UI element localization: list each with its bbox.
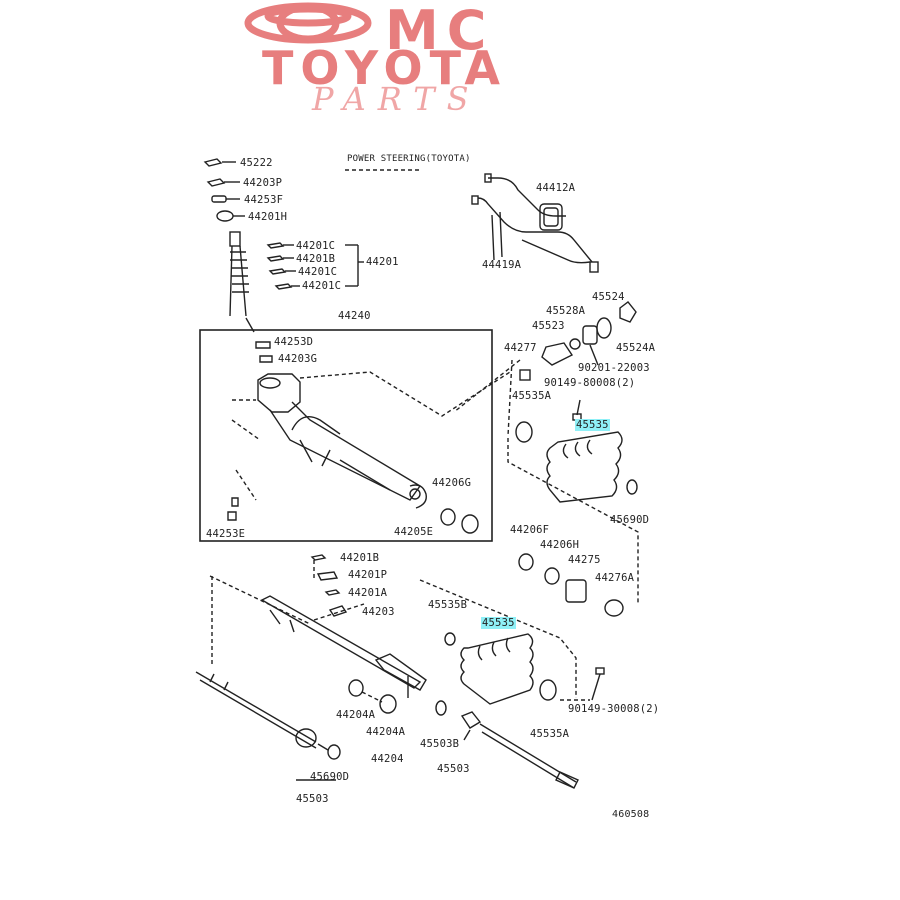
part-label-90149-80008: 90149-80008(2) — [544, 377, 636, 389]
part-label-45524a: 45524A — [616, 342, 656, 354]
part-label-45535b: 45535B — [428, 599, 468, 611]
part-label-44276a: 44276A — [595, 572, 635, 584]
part-label-44253e: 44253E — [206, 528, 246, 540]
part-label-44201a: 44201A — [348, 587, 388, 599]
part-label-45503b: 45503B — [420, 738, 460, 750]
part-label-44412a: 44412A — [536, 182, 576, 194]
part-label-45535a-bottom: 45535A — [530, 728, 570, 740]
logo-graphic — [244, 2, 372, 44]
part-label-45535-bottom: 45535 — [481, 617, 516, 629]
part-label-44277: 44277 — [504, 342, 537, 354]
part-label-44201c-3: 44201C — [302, 280, 342, 292]
part-label-90149-30008: 90149-30008(2) — [568, 703, 660, 715]
part-label-44275: 44275 — [568, 554, 601, 566]
part-label-44206g: 44206G — [432, 477, 472, 489]
part-label-44205e: 44205E — [394, 526, 434, 538]
part-label-44201c-1: 44201C — [296, 240, 336, 252]
part-label-45535-top: 45535 — [575, 419, 610, 431]
header-note: POWER STEERING(TOYOTA) — [347, 154, 471, 164]
highlight-45535-top: 45535 — [575, 419, 610, 431]
part-label-44201h: 44201H — [248, 211, 288, 223]
part-label-44201b-mid: 44201B — [340, 552, 380, 564]
toyota-emblem-icon — [244, 2, 372, 44]
part-label-45523: 45523 — [532, 320, 565, 332]
part-45222-shape — [203, 158, 223, 167]
part-label-90201-22003: 90201-22003 — [578, 362, 650, 374]
part-label-44203p: 44203P — [243, 177, 283, 189]
part-label-44206f: 44206F — [510, 524, 550, 536]
part-label-45535a-top: 45535A — [512, 390, 552, 402]
part-label-44204a: 44204A — [336, 709, 376, 721]
part-label-44201: 44201 — [366, 256, 399, 268]
diagram-id: 460508 — [612, 809, 650, 820]
highlight-45535-bottom: 45535 — [481, 617, 516, 629]
part-label-45690d-bottom: 45690D — [310, 771, 350, 783]
part-label-45222: 45222 — [240, 157, 273, 169]
steering-gear-box-frame — [199, 329, 493, 542]
part-label-44240: 44240 — [338, 310, 371, 322]
part-label-44201c-2: 44201C — [298, 266, 338, 278]
part-label-44253d: 44253D — [274, 336, 314, 348]
logo-text-toyota: TOYOTA — [262, 41, 508, 95]
part-label-45690d: 45690D — [610, 514, 650, 526]
part-label-45524: 45524 — [592, 291, 625, 303]
part-label-45528a: 45528A — [546, 305, 586, 317]
part-label-44419a: 44419A — [482, 259, 522, 271]
part-label-45503: 45503 — [437, 763, 470, 775]
part-label-44203: 44203 — [362, 606, 395, 618]
part-label-44206h: 44206H — [540, 539, 580, 551]
part-label-44203g: 44203G — [278, 353, 318, 365]
part-label-44201b: 44201B — [296, 253, 336, 265]
part-label-44204a-2: 44204A — [366, 726, 406, 738]
part-label-45503-bottom: 45503 — [296, 793, 329, 805]
part-label-44253f: 44253F — [244, 194, 284, 206]
logo-text-parts: PARTS — [312, 80, 481, 118]
part-label-44204: 44204 — [371, 753, 404, 765]
logo-text-mc: MC — [385, 0, 495, 62]
part-label-44201p: 44201P — [348, 569, 388, 581]
